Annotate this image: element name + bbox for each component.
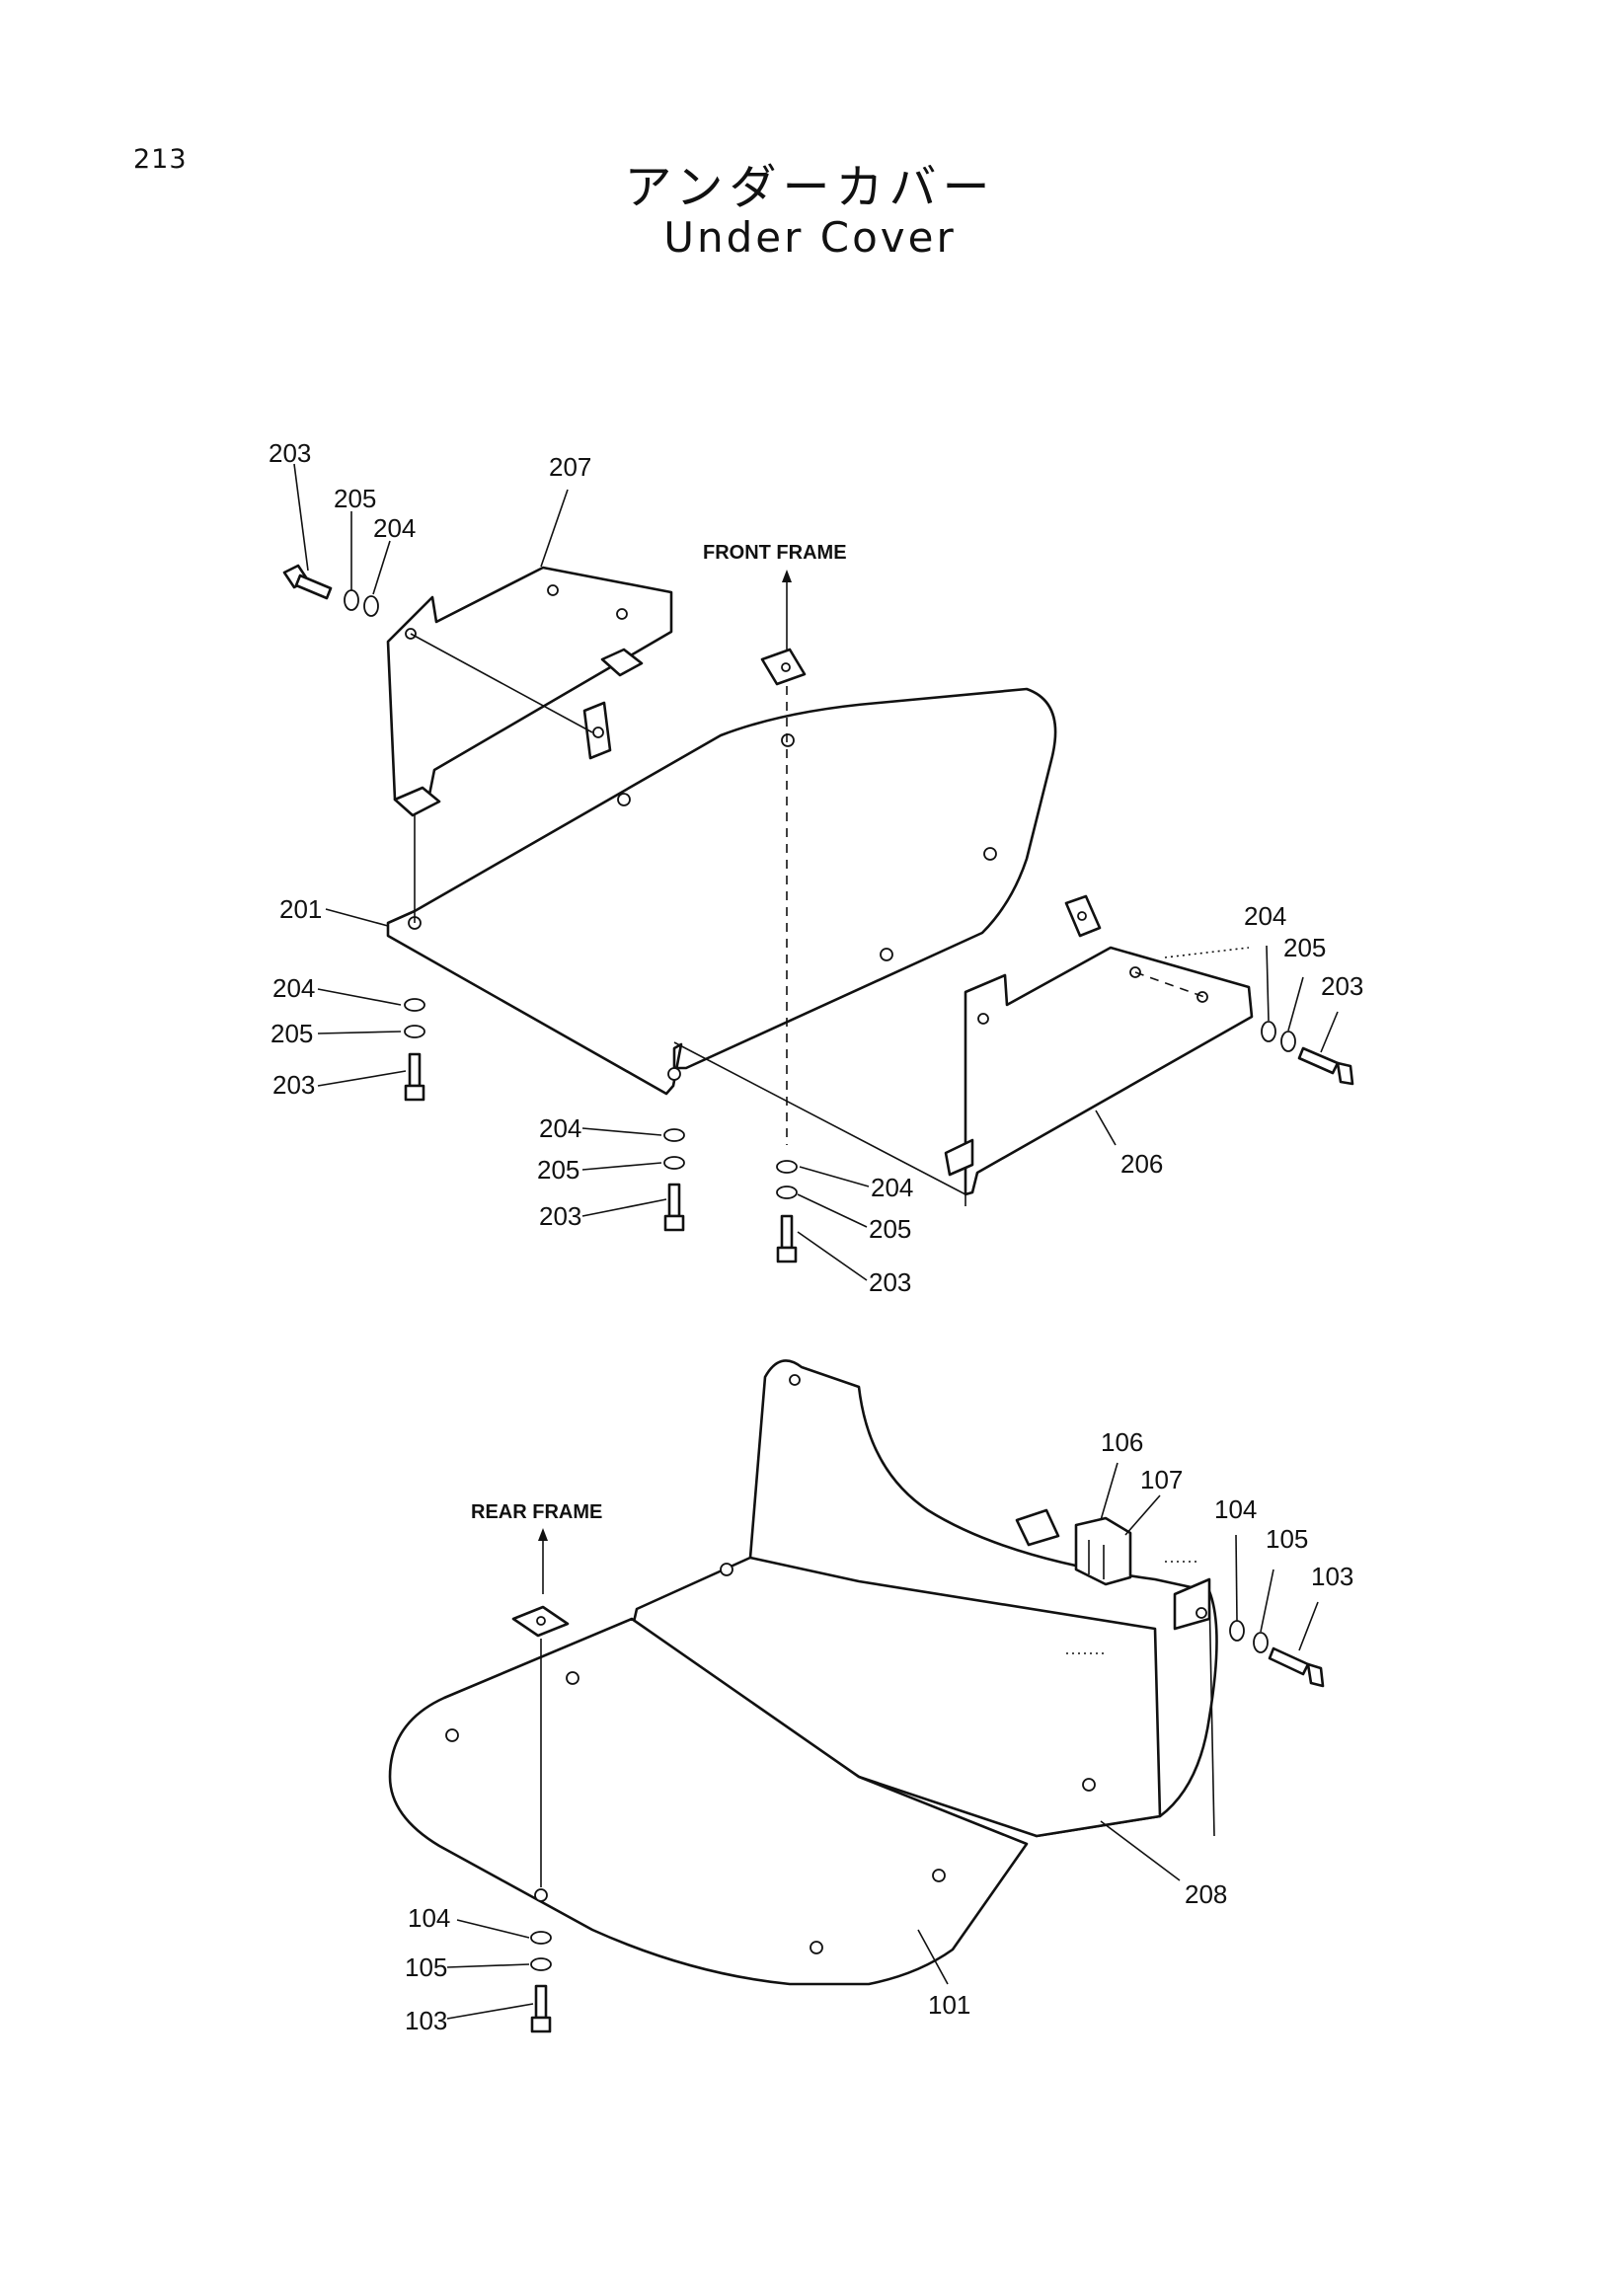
callout-205: 205: [869, 1214, 911, 1244]
bolt-stack-201-middle: [663, 1128, 685, 1232]
bolt-stack-rear-frame: [530, 1931, 552, 2033]
callout-105: 105: [405, 1952, 447, 1982]
callout-203: 203: [869, 1267, 911, 1297]
bracket-207: [386, 566, 673, 923]
callout-204: 204: [539, 1113, 581, 1143]
callout-204: 204: [272, 973, 315, 1003]
callout-104: 104: [1214, 1494, 1257, 1524]
callout-101: 101: [928, 1990, 970, 2020]
callout-205: 205: [334, 484, 376, 513]
title-japanese: アンダーカバー: [624, 160, 996, 215]
callout-204: 204: [871, 1173, 913, 1202]
page-number: 213: [133, 144, 188, 175]
rear-frame-label: REAR FRAME: [471, 1501, 602, 1523]
callout-205: 205: [537, 1155, 579, 1185]
callout-206: 206: [1120, 1149, 1163, 1179]
callout-203: 203: [269, 438, 311, 468]
side-panel-208: [630, 1359, 1218, 1838]
callout-205: 205: [1283, 933, 1326, 962]
rear-frame-block: [511, 1528, 570, 1887]
callout-203: 203: [1321, 971, 1363, 1001]
plate-201-edge-line: [673, 1041, 966, 1206]
callout-numbers: 203 205 204 207 201 204 205 203 204 205 …: [269, 438, 1363, 2035]
callout-207: 207: [549, 452, 591, 482]
callout-106: 106: [1101, 1427, 1143, 1457]
callout-103: 103: [405, 2006, 447, 2035]
front-frame-label: FRONT FRAME: [703, 542, 847, 564]
cover-206: [944, 894, 1254, 1196]
bolt-set-upper-left: [282, 564, 379, 617]
callout-204: 204: [373, 513, 416, 543]
front-frame-block: [760, 570, 807, 1145]
callout-leaders: [293, 463, 1339, 2020]
callout-104: 104: [408, 1903, 450, 1933]
bolt-set-lower-right: [1229, 1620, 1325, 1688]
bolt-set-right: [1261, 1021, 1354, 1086]
callout-103: 103: [1311, 1562, 1353, 1591]
callout-107: 107: [1140, 1465, 1183, 1494]
callout-208: 208: [1185, 1879, 1227, 1909]
clip-106-107: [1015, 1508, 1196, 1586]
callout-204: 204: [1244, 901, 1286, 931]
bolt-stack-201-left: [404, 998, 425, 1102]
under-cover-plate-101: [388, 1617, 1029, 1986]
under-cover-plate-201: [386, 687, 1057, 1096]
callout-203: 203: [539, 1201, 581, 1231]
title-english: Under Cover: [663, 213, 957, 262]
callout-201: 201: [279, 894, 322, 924]
callout-105: 105: [1266, 1524, 1308, 1554]
callout-205: 205: [270, 1019, 313, 1048]
bolt-stack-front-frame: [776, 1160, 798, 1263]
callout-203: 203: [272, 1070, 315, 1100]
